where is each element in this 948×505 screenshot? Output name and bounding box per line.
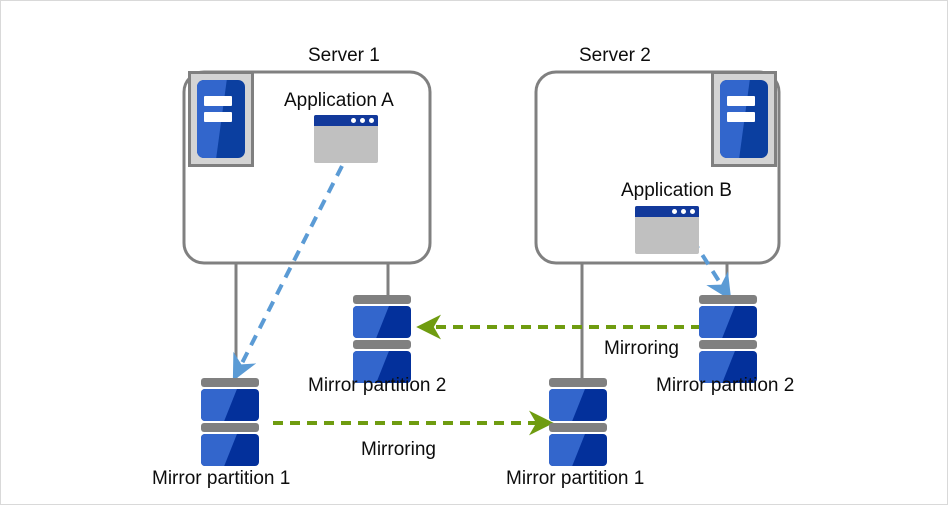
server2-mirror-partition-1-label: Mirror partition 1	[506, 468, 645, 489]
app-window-dot-3	[369, 118, 374, 123]
disk-cap-middle	[201, 423, 259, 432]
server-2-icon	[711, 71, 777, 167]
server-1-icon	[188, 71, 254, 167]
server1-mirror-partition-2-icon	[353, 295, 411, 385]
arrow-application-b-to-mirror-partition-2	[680, 221, 732, 301]
disk-slab-1	[699, 306, 757, 338]
server2-mirror-partition-2-icon	[699, 295, 757, 385]
server-2-box	[534, 70, 781, 265]
app-window-dot-1	[672, 209, 677, 214]
disk-slab-highlight	[549, 434, 585, 466]
server1-mirror-partition-1-icon	[201, 378, 259, 468]
disk-slab-1	[201, 389, 259, 421]
disk-slab-2	[201, 434, 259, 466]
disk-slab-2	[549, 434, 607, 466]
server-2-title: Server 2	[579, 45, 651, 66]
app-window-titlebar	[635, 206, 699, 217]
app-window-dot-3	[690, 209, 695, 214]
disk-slab-highlight	[353, 306, 389, 338]
disk-slab-1	[353, 306, 411, 338]
mirroring-label-partition-1: Mirroring	[361, 439, 436, 460]
disk-slab-highlight	[201, 434, 237, 466]
server-icon-body	[197, 80, 245, 158]
server-1-title: Server 1	[308, 45, 380, 66]
disk-cap-middle	[353, 340, 411, 349]
disk-cap-top	[353, 295, 411, 304]
app-window-titlebar	[314, 115, 378, 126]
server1-mirror-partition-2-label: Mirror partition 2	[308, 375, 447, 396]
server2-mirror-partition-2-label: Mirror partition 2	[656, 375, 795, 396]
disk-cap-top	[201, 378, 259, 387]
server-icon-bar-2	[726, 111, 755, 123]
disk-slab-highlight	[699, 306, 735, 338]
server-icon-bar-1	[203, 95, 232, 106]
application-b-label: Application B	[621, 180, 732, 201]
server-1-box	[182, 70, 432, 265]
disk-cap-top	[549, 378, 607, 387]
disk-slab-2	[699, 351, 757, 383]
server-icon-bar-1	[726, 95, 755, 106]
application-a-label: Application A	[284, 90, 394, 111]
disk-cap-middle	[699, 340, 757, 349]
disk-slab-highlight	[549, 389, 585, 421]
arrow-application-a-to-mirror-partition-1	[232, 165, 344, 382]
app-window-dot-1	[351, 118, 356, 123]
application-b-window-icon	[635, 206, 699, 254]
app-window-dot-2	[681, 209, 686, 214]
application-a-window-icon	[314, 115, 378, 163]
mirroring-label-partition-2: Mirroring	[604, 338, 679, 359]
disk-cap-middle	[549, 423, 607, 432]
server-icon-bar-2	[203, 111, 232, 123]
disk-cap-top	[699, 295, 757, 304]
server-icon-body	[720, 80, 768, 158]
app-window-dot-2	[360, 118, 365, 123]
server2-mirror-partition-1-icon	[549, 378, 607, 468]
disk-slab-2	[353, 351, 411, 383]
disk-slab-highlight	[201, 389, 237, 421]
server1-mirror-partition-1-label: Mirror partition 1	[152, 468, 291, 489]
disk-slab-1	[549, 389, 607, 421]
